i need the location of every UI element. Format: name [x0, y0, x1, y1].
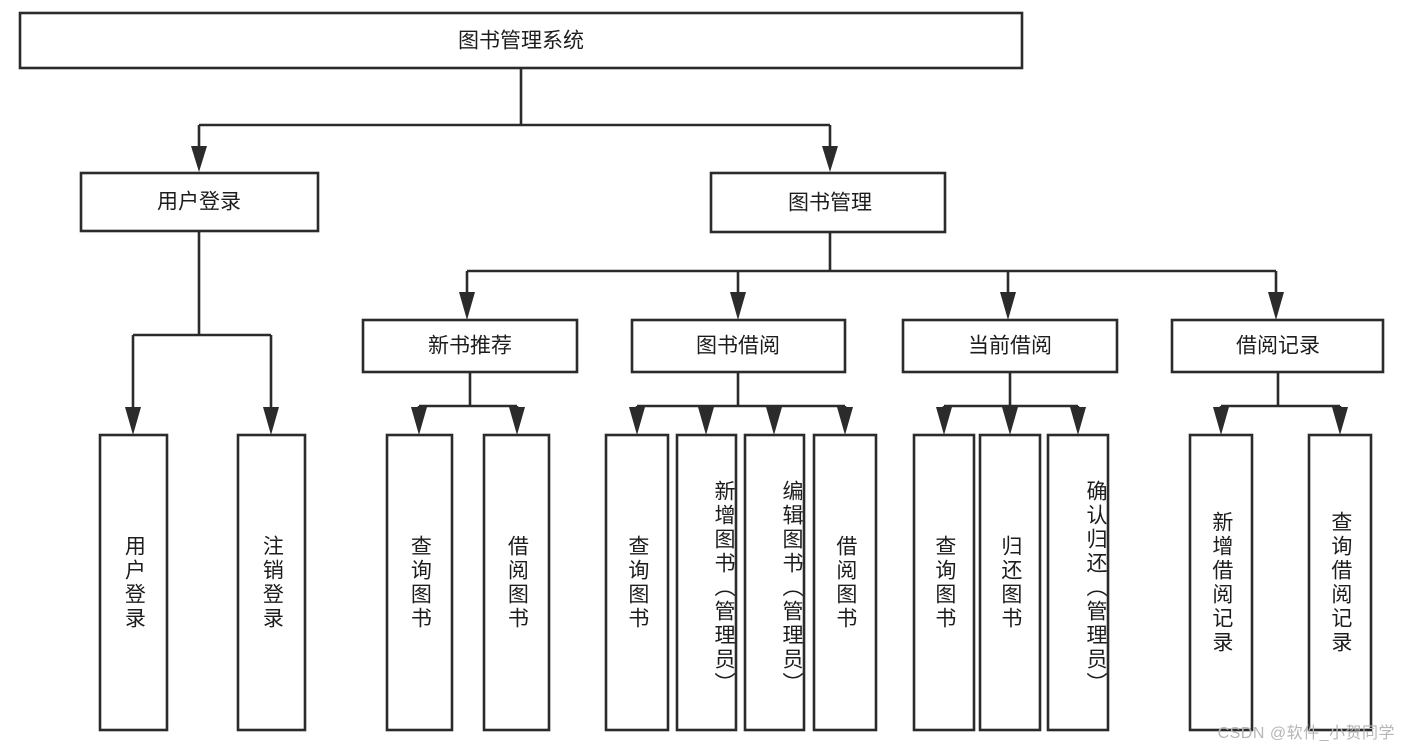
node-root-box[interactable] — [18, 11, 1024, 70]
node-book-management-label: 图书管理 — [788, 192, 872, 215]
node-borrow-record-label: 借阅记录 — [1236, 335, 1320, 358]
node-leaf-edit-book-box[interactable] — [743, 433, 806, 732]
arrow-root-to-user-login — [191, 146, 207, 172]
arrow-newbook-leaf-1 — [411, 407, 427, 435]
node-user-login-label: 用户登录 — [157, 191, 241, 214]
arrow-currentborrow-leaf-1 — [936, 407, 952, 435]
node-current-borrow-box[interactable] — [901, 318, 1119, 374]
node-leaf-logout-login-box[interactable] — [236, 433, 307, 732]
node-leaf-query-book-2-box[interactable] — [604, 433, 670, 732]
node-leaf-user-login-box[interactable] — [98, 433, 169, 732]
arrow-borrowrecord-leaf-2 — [1332, 407, 1348, 435]
arrow-bookborrow-leaf-1 — [629, 407, 645, 435]
node-book-management-box[interactable] — [709, 171, 947, 234]
arrow-bookborrow-leaf-4 — [837, 407, 853, 435]
node-user-login-box[interactable] — [79, 171, 320, 233]
node-leaf-borrow-book-1-box[interactable] — [482, 433, 551, 732]
node-leaf-query-book-1-box[interactable] — [385, 433, 454, 732]
node-layer: 图书管理系统 用户登录 图书管理 新书推荐 图书借阅 当前借阅 借阅记录 — [18, 11, 1385, 732]
node-book-borrow-label: 图书借阅 — [696, 335, 780, 358]
node-current-borrow-label: 当前借阅 — [968, 335, 1052, 358]
node-leaf-confirm-return-box[interactable] — [1046, 433, 1110, 732]
node-leaf-query-record-box[interactable] — [1307, 433, 1373, 732]
arrow-bookborrow-leaf-2 — [698, 407, 714, 435]
arrow-root-to-book-management — [822, 146, 838, 172]
arrow-currentborrow-leaf-2 — [1002, 407, 1018, 435]
arrow-bookmgmt-child-3 — [1000, 292, 1016, 320]
node-leaf-add-record-box[interactable] — [1188, 433, 1254, 732]
arrow-currentborrow-leaf-3 — [1070, 407, 1086, 435]
node-leaf-query-book-3-box[interactable] — [912, 433, 976, 732]
node-new-book-recommend-label: 新书推荐 — [428, 335, 512, 358]
connector-layer — [125, 68, 1348, 435]
node-new-book-recommend-box[interactable] — [361, 318, 579, 374]
arrow-newbook-leaf-2 — [509, 407, 525, 435]
arrow-userlogin-child-1 — [125, 407, 141, 435]
node-leaf-return-book-box[interactable] — [978, 433, 1042, 732]
node-borrow-record-box[interactable] — [1170, 318, 1385, 374]
node-leaf-borrow-book-2-box[interactable] — [812, 433, 878, 732]
watermark-text: CSDN @软件_小贺同学 — [1217, 725, 1395, 742]
arrow-bookborrow-leaf-3 — [766, 407, 782, 435]
arrow-bookmgmt-child-2 — [730, 292, 746, 320]
arrow-userlogin-child-2 — [263, 407, 279, 435]
node-root-label: 图书管理系统 — [458, 30, 584, 53]
arrow-borrowrecord-leaf-1 — [1213, 407, 1229, 435]
arrow-bookmgmt-child-1 — [459, 292, 475, 320]
node-book-borrow-box[interactable] — [630, 318, 847, 374]
arrow-bookmgmt-child-4 — [1268, 292, 1284, 320]
node-leaf-add-book-box[interactable] — [675, 433, 738, 732]
